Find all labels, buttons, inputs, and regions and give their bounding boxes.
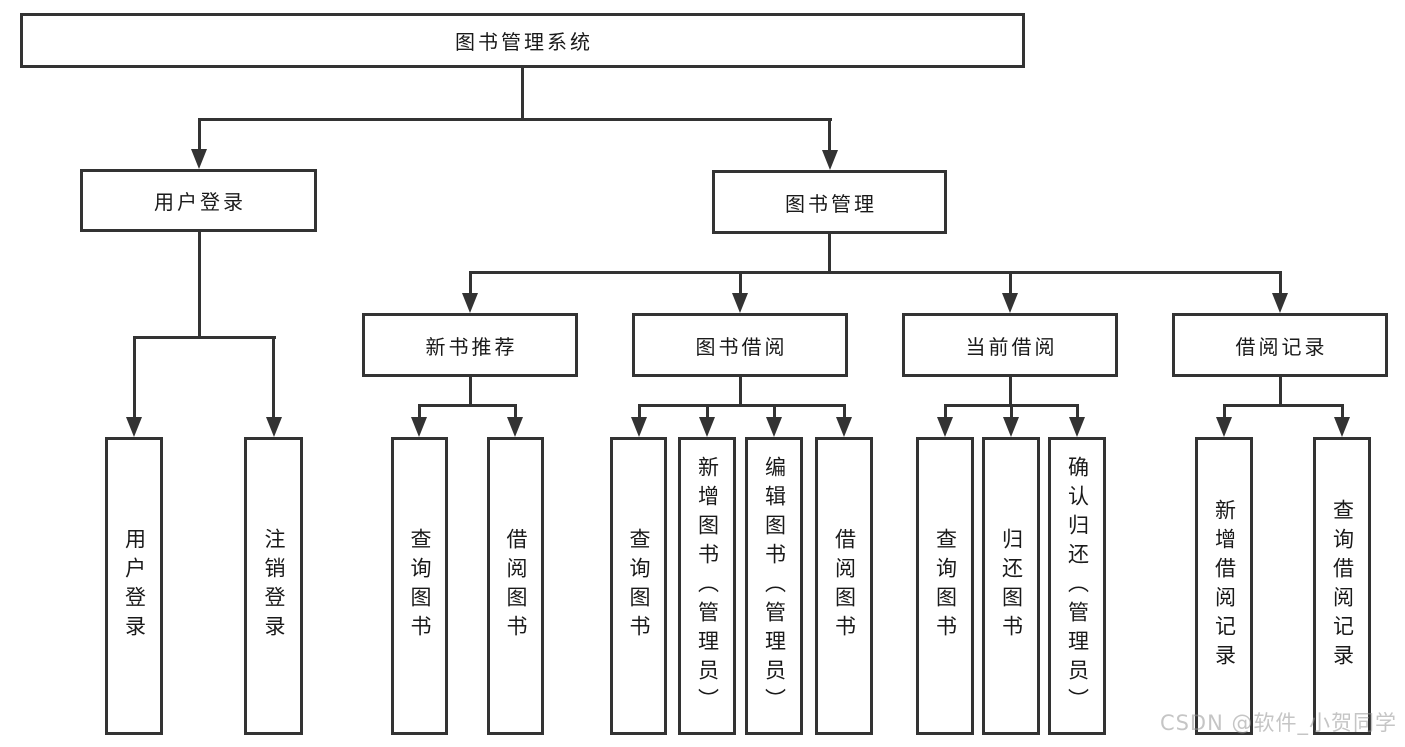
connector-line xyxy=(197,118,832,121)
connector-line xyxy=(738,377,742,407)
arrowhead-down xyxy=(126,417,142,437)
connector-line xyxy=(513,404,517,418)
connector-line xyxy=(1222,404,1226,418)
node-borrow-records-label: 借阅记录 xyxy=(1235,334,1328,359)
leaf-borrow-books-borrowing-label: 借阅图书 xyxy=(832,528,857,644)
watermark: CSDN @软件_小贺同学 xyxy=(1159,711,1397,735)
leaf-add-book-admin: 新增图书（管理员） xyxy=(678,437,736,735)
leaf-query-books-borrowing-label: 查询图书 xyxy=(627,528,651,644)
arrowhead-down xyxy=(1216,417,1232,437)
leaf-query-books-borrowing: 查询图书 xyxy=(610,437,667,735)
leaf-query-books-newbooks: 查询图书 xyxy=(391,437,448,735)
connector-line xyxy=(417,404,421,418)
connector-line xyxy=(468,377,472,407)
node-user-login: 用户登录 xyxy=(80,169,317,232)
arrowhead-down xyxy=(265,417,282,437)
leaf-edit-book-admin: 编辑图书（管理员） xyxy=(745,437,803,735)
arrowhead-down xyxy=(732,293,748,313)
leaf-return-books-label: 归还图书 xyxy=(999,528,1024,644)
node-book-borrowing: 图书借阅 xyxy=(632,313,848,377)
leaf-query-books-newbooks-label: 查询图书 xyxy=(408,528,432,644)
leaf-borrow-books-borrowing: 借阅图书 xyxy=(815,437,873,735)
arrowhead-down xyxy=(821,150,838,170)
connector-line xyxy=(1008,377,1012,407)
arrowhead-down xyxy=(191,149,207,169)
connector-line xyxy=(842,404,846,418)
leaf-query-books-current-label: 查询图书 xyxy=(933,528,958,644)
node-book-management: 图书管理 xyxy=(712,170,947,234)
arrowhead-down xyxy=(1002,293,1018,313)
arrowhead-down xyxy=(507,417,523,437)
leaf-user-login: 用户登录 xyxy=(105,437,163,735)
leaf-add-book-admin-label: 新增图书（管理员） xyxy=(695,455,720,717)
connector-line xyxy=(468,271,1282,274)
leaf-logout-label: 注销登录 xyxy=(262,528,286,644)
connector-line xyxy=(197,118,201,152)
connector-line xyxy=(828,234,831,274)
connector-line xyxy=(1008,271,1012,296)
node-book-management-label: 图书管理 xyxy=(785,191,877,216)
leaf-logout: 注销登录 xyxy=(244,437,303,735)
leaf-return-books: 归还图书 xyxy=(982,437,1040,735)
connector-line xyxy=(1278,377,1282,407)
connector-line xyxy=(772,404,776,418)
arrowhead-down xyxy=(462,293,478,313)
arrowhead-down xyxy=(766,417,782,437)
connector-line xyxy=(1222,404,1344,407)
arrowhead-down xyxy=(411,417,427,437)
leaf-add-borrow-record: 新增借阅记录 xyxy=(1195,437,1253,735)
arrowhead-down xyxy=(1334,417,1350,437)
leaf-add-borrow-record-label: 新增借阅记录 xyxy=(1212,499,1237,673)
connector-line xyxy=(468,271,472,296)
connector-line xyxy=(197,232,201,338)
connector-line xyxy=(417,404,517,407)
arrowhead-down xyxy=(699,417,715,437)
leaf-borrow-books-newbooks: 借阅图书 xyxy=(487,437,544,735)
connector-line xyxy=(1009,404,1013,418)
connector-line xyxy=(272,336,275,419)
node-root: 图书管理系统 xyxy=(20,13,1025,68)
arrowhead-down xyxy=(1272,293,1288,313)
connector-line xyxy=(132,336,136,419)
node-new-books-label: 新书推荐 xyxy=(425,334,518,359)
node-current-borrowing-label: 当前借阅 xyxy=(965,334,1058,359)
node-book-borrowing-label: 图书借阅 xyxy=(695,334,788,359)
connector-line xyxy=(1278,271,1282,296)
leaf-confirm-return-admin: 确认归还（管理员） xyxy=(1048,437,1106,735)
connector-line xyxy=(1075,404,1079,418)
connector-line xyxy=(520,68,524,120)
leaf-query-books-current: 查询图书 xyxy=(916,437,974,735)
arrowhead-down xyxy=(836,417,852,437)
connector-line xyxy=(943,404,947,418)
connector-line xyxy=(705,404,709,418)
connector-line xyxy=(1340,404,1344,418)
arrowhead-down xyxy=(1003,417,1019,437)
arrowhead-down xyxy=(631,417,647,437)
node-borrow-records: 借阅记录 xyxy=(1172,313,1388,377)
leaf-user-login-label: 用户登录 xyxy=(122,528,147,644)
leaf-edit-book-admin-label: 编辑图书（管理员） xyxy=(762,455,787,717)
leaf-query-borrow-record: 查询借阅记录 xyxy=(1313,437,1371,735)
connector-line xyxy=(637,404,846,407)
arrowhead-down xyxy=(1069,417,1085,437)
connector-line xyxy=(132,336,276,339)
node-user-login-label: 用户登录 xyxy=(154,190,246,214)
leaf-confirm-return-admin-label: 确认归还（管理员） xyxy=(1065,455,1090,717)
node-root-label: 图书管理系统 xyxy=(455,30,593,54)
connector-line xyxy=(738,271,742,296)
node-current-borrowing: 当前借阅 xyxy=(902,313,1118,377)
leaf-borrow-books-newbooks-label: 借阅图书 xyxy=(504,528,528,644)
connector-line xyxy=(828,118,831,152)
leaf-query-borrow-record-label: 查询借阅记录 xyxy=(1330,499,1355,673)
node-new-books: 新书推荐 xyxy=(362,313,578,377)
arrowhead-down xyxy=(937,417,953,437)
connector-line xyxy=(637,404,641,418)
